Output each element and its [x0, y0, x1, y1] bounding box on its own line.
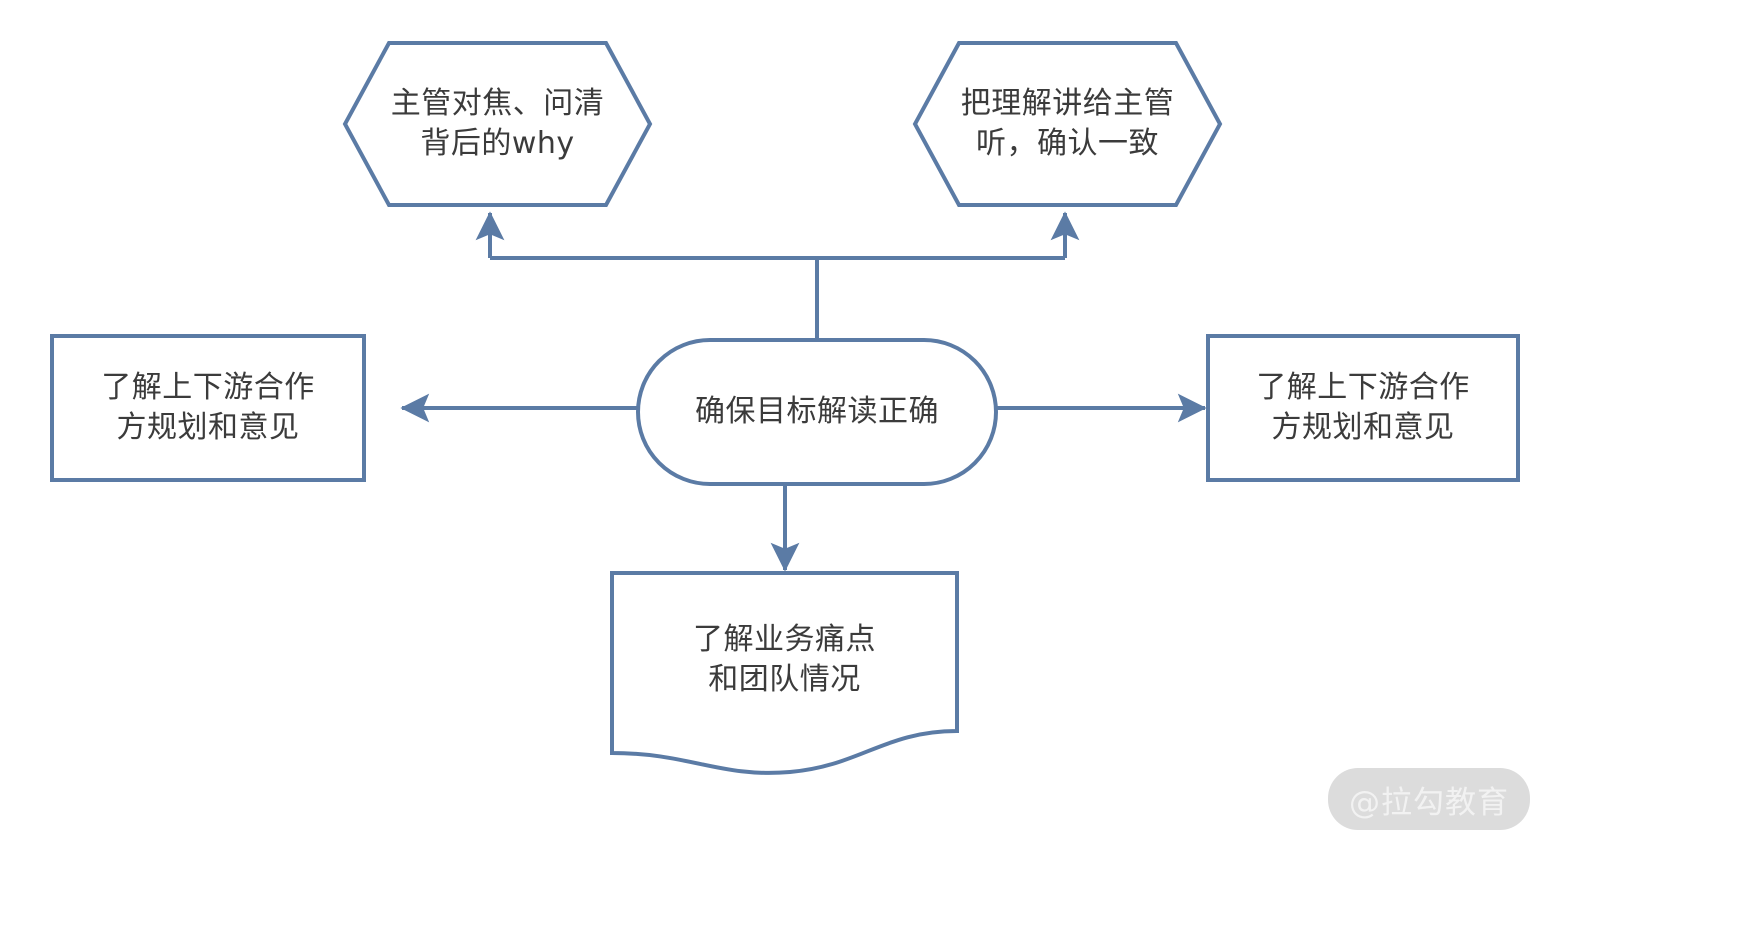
node-shape-doc-bottom [610, 571, 959, 775]
node-shape-hex-right [912, 41, 1223, 207]
node-shape-center-stadium [636, 338, 998, 486]
node-shape-hex-left [342, 41, 653, 207]
node-shape-box-left [50, 334, 366, 482]
node-shape-box-right [1206, 334, 1520, 482]
watermark-badge: @拉勾教育 [1328, 768, 1530, 830]
